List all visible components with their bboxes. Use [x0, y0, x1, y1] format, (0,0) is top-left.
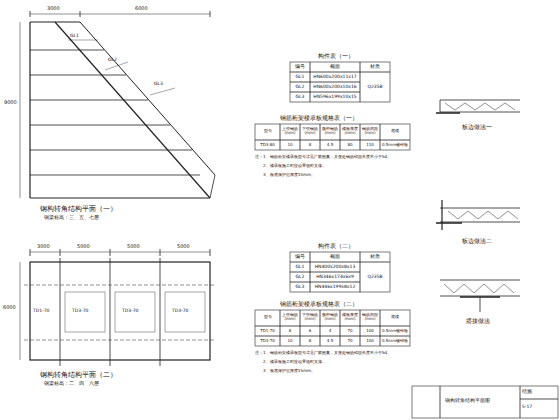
drawing-label: 上弦钢筋 (mm) [280, 313, 300, 322]
drawing-label: TD3-70 [255, 339, 280, 343]
drawing-label: 钢构转角结构平面（一） [40, 206, 117, 214]
drawing-label: HN600x200x10x16 [310, 85, 360, 90]
drawing-label: TD3-70 [72, 309, 88, 314]
drawing-label: 底模 [380, 129, 410, 133]
drawing-label: GL2 [290, 85, 310, 90]
drawing-label: 材质 [360, 65, 390, 70]
drawing-label: 110 [360, 143, 380, 147]
drawing-label: 上弦钢筋 (mm) [280, 127, 300, 136]
drawing-label: 6000 [3, 305, 16, 311]
drawing-label: 楼板厚度 (mm) [340, 313, 360, 322]
drawing-label: 6000 [135, 6, 148, 12]
drawing-label: 型号 [255, 129, 280, 133]
drawing-label: 70 [340, 339, 360, 343]
drawing-label: 10 [280, 143, 300, 147]
drawing-label: S-17 [522, 405, 532, 410]
drawing-label: 板边做法二 [462, 238, 492, 244]
drawing-label: GL1 [290, 75, 310, 80]
drawing-label: TD3-70 [122, 309, 138, 314]
drawing-label: 底模 [380, 315, 410, 319]
drawing-label: 3、板底保护层厚度15mm。 [263, 173, 315, 178]
drawing-label: 5000 [177, 244, 190, 250]
drawing-label: GL3 [290, 95, 310, 100]
drawing-label: 0.5mm镀锌板 [380, 339, 410, 343]
drawing-label: 材质 [360, 255, 390, 260]
drawing-label: 楼板厚度 (mm) [340, 127, 360, 136]
drawing-label: 0.5mm镀锌板 [380, 329, 410, 333]
drawing-label: 8 [300, 339, 320, 343]
drawing-label: 腹杆钢筋 (mm) [320, 313, 340, 322]
drawing-label: 钢构转角结构平面（二） [40, 372, 117, 380]
drawing-label: HN446x199x8x12 [310, 285, 360, 290]
drawing-label: 4.5 [320, 143, 340, 147]
drawing-label: 型号 [255, 315, 280, 319]
drawing-label: HN346x174x6x9 [310, 275, 360, 280]
drawing-label: 6 [300, 329, 320, 333]
drawing-label: TD3-70 [172, 309, 188, 314]
drawing-label: 下弦钢筋 (mm) [300, 127, 320, 136]
drawing-label: GL3 [154, 82, 163, 87]
drawing-label: 钢梁标高：二、四、六层 [44, 382, 99, 387]
drawing-label: 70 [340, 329, 360, 333]
drawing-label: 构件表（二） [318, 243, 354, 249]
drawing-label: 80 [340, 143, 360, 147]
drawing-label: TD1-70 [255, 329, 280, 333]
drawing-label: 截面 [310, 255, 360, 260]
drawing-label: 3000 [47, 6, 60, 12]
drawing-label: 构件表（一） [318, 53, 354, 59]
drawing-label: 5000 [127, 244, 140, 250]
drawing-label: 钢构转角结构平面图 [445, 399, 490, 404]
drawing-label: 钢梁标高：三、五、七层 [44, 216, 99, 221]
drawing-label: 钢筋间距 (mm) [360, 127, 380, 136]
drawing-label: 9000 [4, 100, 17, 106]
drawing-label: 10 [280, 339, 300, 343]
drawing-label: 5000 [77, 244, 90, 250]
drawing-label: 钢筋间距 (mm) [360, 313, 380, 322]
drawing-label: GL1 [290, 265, 310, 270]
drawing-label: 编号 [290, 255, 310, 260]
drawing-label: Q235B [360, 275, 390, 280]
drawing-label: 8 [280, 329, 300, 333]
drawing-label: 3000 [37, 244, 50, 250]
drawing-label: 0.5mm镀锌板 [380, 143, 410, 147]
drawing-label: 4 [320, 329, 340, 333]
drawing-label: 钢筋桁架楼承板规格表（二） [280, 301, 358, 307]
drawing-label: 2、楼承板施工时应设置临时支撑。 [263, 360, 326, 365]
drawing-label: 3、板底保护层厚度15mm。 [263, 369, 315, 374]
drawing-label: GL2 [108, 58, 117, 63]
drawing-label: 2、楼承板施工时应设置临时支撑。 [263, 164, 326, 169]
drawing-label: HN600x200x11x17 [310, 75, 360, 80]
drawing-label: HN596x199x10x15 [310, 95, 360, 100]
drawing-label: 8 [300, 143, 320, 147]
drawing-label: 结施 [522, 390, 532, 395]
drawing-label: GL1 [70, 34, 79, 39]
drawing-label: 编号 [290, 65, 310, 70]
drawing-label: 注：1、钢筋桁架楼承板型号详见厂家图集，支座处钢筋锚固长度不小于5d。 [255, 351, 391, 356]
drawing-label: 腹杆钢筋 (mm) [320, 127, 340, 136]
drawing-label: TD1-70 [33, 309, 49, 314]
drawing-label: 100 [360, 339, 380, 343]
drawing-label: Q235B [360, 85, 390, 90]
drawing-label: 板边做法一 [462, 124, 492, 130]
drawing-label: 搭接做法 [466, 318, 490, 324]
drawing-label: 下弦钢筋 (mm) [300, 313, 320, 322]
drawing-label: 截面 [310, 65, 360, 70]
drawing-label: 钢筋桁架楼承板规格表（一） [280, 115, 358, 121]
drawing-label: 注：1、钢筋桁架楼承板型号详见厂家图集，支座处钢筋锚固长度不小于5d。 [255, 155, 391, 160]
drawing-label: GL3 [290, 285, 310, 290]
drawing-label: 4.5 [320, 339, 340, 343]
drawing-label: GL2 [290, 275, 310, 280]
drawing-label: TD3-80 [255, 143, 280, 147]
drawing-label: 100 [360, 329, 380, 333]
drawing-label: HN400x200x8x13 [310, 265, 360, 270]
